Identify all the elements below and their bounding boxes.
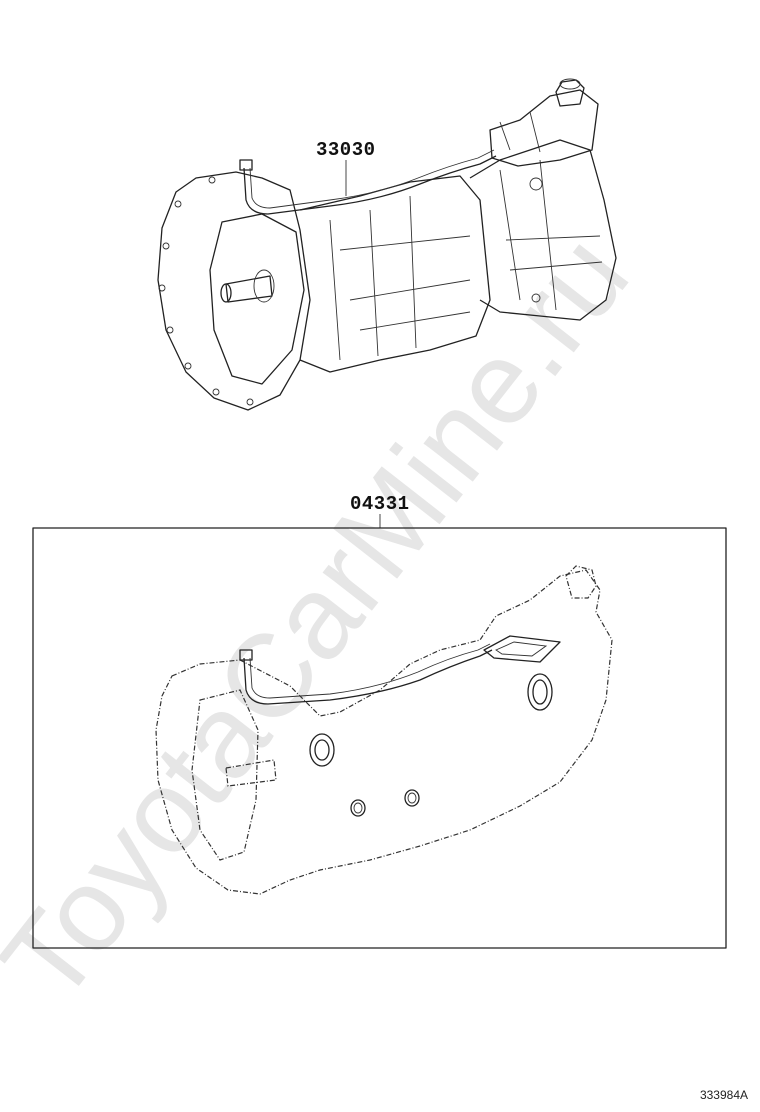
gasket-kit-frame [32,527,727,949]
watermark-text: ToyotaCarMine.ru [0,211,654,1026]
transmission-assembly-drawing [157,78,617,411]
figure-id: 333984A [699,1088,748,1102]
gasket-kit-drawing [155,565,613,895]
part-number-04331: 04331 [350,493,410,515]
part-number-33030: 33030 [316,139,376,161]
